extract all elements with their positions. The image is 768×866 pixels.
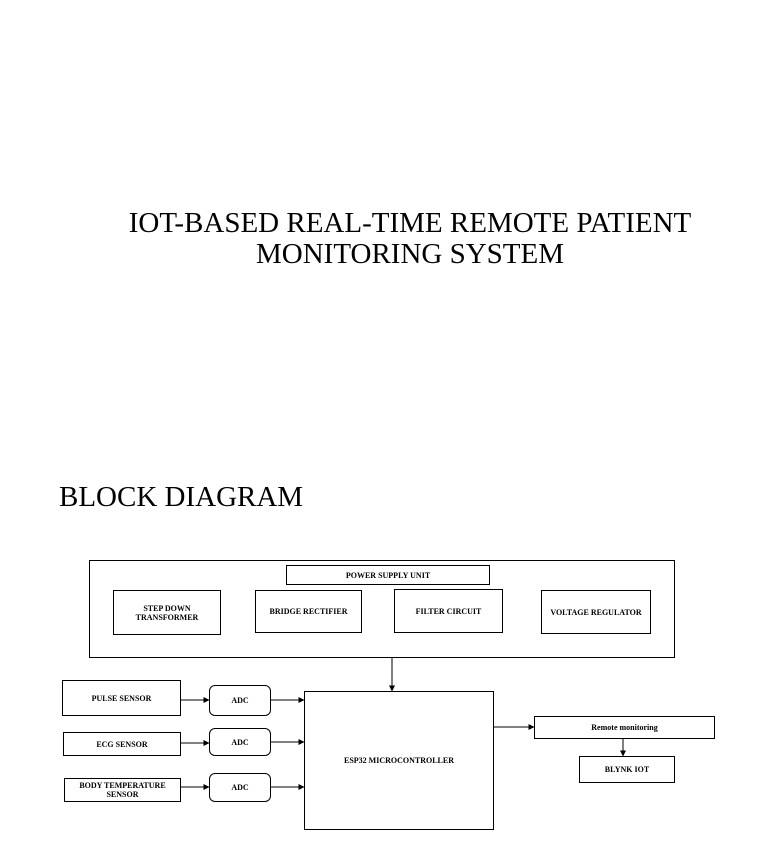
microcontroller-block: ESP32 MICROCONTROLLER [304,691,494,830]
adc-block-2: ADC [209,728,271,756]
body-temperature-sensor-line-1: BODY TEMPERATURE [79,781,166,790]
blynk-iot-block: BLYNK IOT [579,756,675,783]
adc-label-3: ADC [231,783,249,792]
document-title-line-1: IOT-BASED REAL-TIME REMOTE PATIENT [128,207,692,239]
remote-monitoring-block: Remote monitoring [534,716,715,739]
adc-block-3: ADC [209,773,271,802]
body-temperature-sensor-line-2: SENSOR [106,790,139,799]
adc-label-1: ADC [231,696,249,705]
document-title-line-2: MONITORING SYSTEM [255,238,564,270]
step-down-transformer-line-1: STEP DOWN [143,603,191,613]
microcontroller-label: ESP32 MICROCONTROLLER [343,756,454,765]
voltage-regulator-label: VOLTAGE REGULATOR [550,607,642,617]
body-temperature-sensor-block: BODY TEMPERATURE SENSOR [64,778,181,802]
filter-circuit-label: FILTER CIRCUIT [415,606,482,616]
power-supply-unit-label: POWER SUPPLY UNIT [345,570,431,580]
voltage-regulator-block: VOLTAGE REGULATOR [541,590,651,634]
adc-block-1: ADC [209,685,271,716]
adc-label-2: ADC [231,737,249,747]
remote-monitoring-label: Remote monitoring [591,723,658,732]
power-supply-unit-label-box: POWER SUPPLY UNIT [286,565,490,585]
section-heading: BLOCK DIAGRAM [59,481,304,513]
ecg-sensor-block: ECG SENSOR [63,732,181,756]
filter-circuit-block: FILTER CIRCUIT [394,589,503,633]
bridge-rectifier-label: BRIDGE RECTIFIER [269,607,348,616]
pulse-sensor-label: PULSE SENSOR [91,693,152,703]
document-title: IOT-BASED REAL-TIME REMOTE PATIENT MONIT… [110,208,710,270]
bridge-rectifier-block: BRIDGE RECTIFIER [255,590,362,633]
ecg-sensor-label: ECG SENSOR [96,739,148,749]
pulse-sensor-block: PULSE SENSOR [62,680,181,716]
blynk-iot-label: BLYNK IOT [604,765,650,774]
step-down-transformer-line-2: TRANSFORMER [135,612,199,622]
step-down-transformer-block: STEP DOWN TRANSFORMER [113,590,221,635]
